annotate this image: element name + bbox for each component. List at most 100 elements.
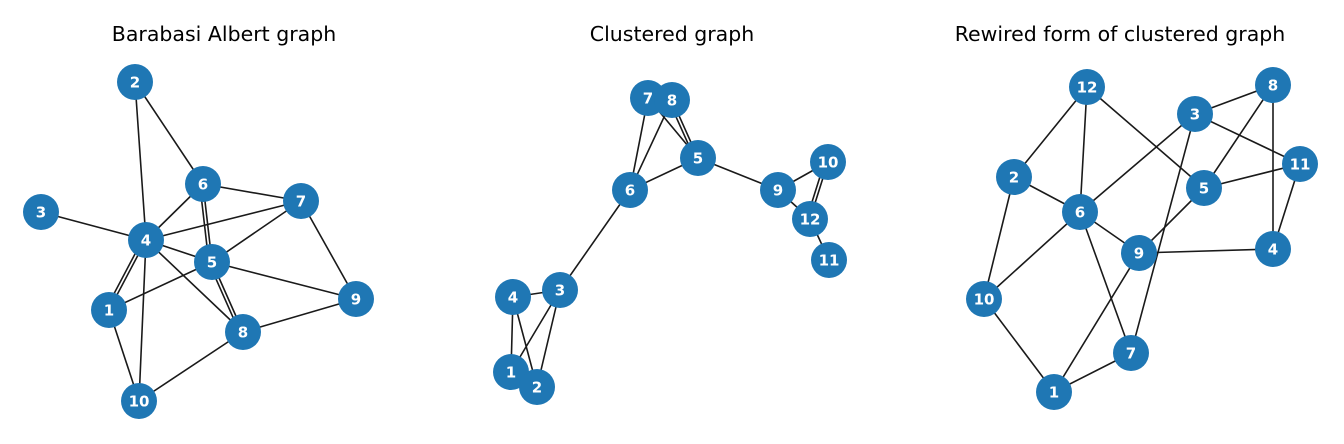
node-circle[interactable]: [654, 82, 690, 118]
node-circle[interactable]: [1255, 231, 1291, 267]
graph-node[interactable]: 4: [495, 279, 531, 315]
graph-node[interactable]: 5: [680, 140, 716, 176]
graph-node[interactable]: 9: [1121, 235, 1157, 271]
node-label: 3: [1190, 106, 1200, 124]
graph-node[interactable]: 11: [1282, 146, 1318, 182]
node-circle[interactable]: [1177, 96, 1213, 132]
node-label: 4: [1268, 241, 1278, 259]
node-label: 11: [1290, 156, 1311, 174]
node-circle[interactable]: [811, 242, 847, 278]
node-circle[interactable]: [680, 140, 716, 176]
node-circle[interactable]: [1036, 374, 1072, 410]
node-circle[interactable]: [91, 292, 127, 328]
graph-edge: [138, 331, 244, 402]
graph-node[interactable]: 1: [493, 354, 529, 390]
node-circle[interactable]: [117, 64, 153, 100]
node-label: 6: [625, 182, 635, 200]
node-label: 6: [198, 176, 208, 194]
node-circle[interactable]: [194, 244, 230, 280]
node-circle[interactable]: [810, 144, 846, 180]
node-circle[interactable]: [1282, 146, 1318, 182]
node-circle[interactable]: [225, 314, 261, 350]
node-label: 3: [36, 204, 46, 222]
graph-node[interactable]: 7: [283, 183, 319, 219]
graph-node[interactable]: 2: [996, 159, 1032, 195]
graph-edge: [1079, 86, 1088, 213]
node-label: 5: [693, 150, 703, 168]
graph-edge: [211, 261, 357, 300]
node-circle[interactable]: [338, 281, 374, 317]
graph-edge: [983, 298, 1055, 393]
node-label: 3: [555, 282, 565, 300]
graph-node[interactable]: 5: [1186, 170, 1222, 206]
graph-edge: [134, 81, 204, 185]
node-circle[interactable]: [760, 172, 796, 208]
graph-node[interactable]: 2: [117, 64, 153, 100]
node-label: 9: [351, 291, 361, 309]
graph-node[interactable]: 9: [338, 281, 374, 317]
node-circle[interactable]: [121, 383, 157, 419]
node-circle[interactable]: [495, 279, 531, 315]
node-circle[interactable]: [185, 166, 221, 202]
graph-node[interactable]: 7: [1113, 335, 1149, 371]
node-circle[interactable]: [792, 201, 828, 237]
node-circle[interactable]: [283, 183, 319, 219]
graph-node[interactable]: 4: [1255, 231, 1291, 267]
graph-node[interactable]: 2: [519, 369, 555, 405]
graph-node[interactable]: 3: [23, 194, 59, 230]
node-circle[interactable]: [1069, 69, 1105, 105]
edge-layer-1: [40, 81, 357, 402]
graph-node[interactable]: 11: [811, 242, 847, 278]
node-label: 7: [296, 193, 306, 211]
node-label: 1: [506, 364, 516, 382]
graph-edge: [145, 239, 244, 333]
node-layer-3: 12 8 3 11 2 5 6 9 4 10 7 1: [966, 67, 1318, 410]
node-circle[interactable]: [996, 159, 1032, 195]
node-label: 2: [1009, 169, 1019, 187]
graph-node[interactable]: 10: [121, 383, 157, 419]
node-label: 10: [818, 154, 839, 172]
node-label: 9: [1134, 245, 1144, 263]
graph-edge: [1053, 252, 1140, 393]
node-circle[interactable]: [1255, 67, 1291, 103]
graph-node[interactable]: 6: [1062, 194, 1098, 230]
graph-edge: [1086, 86, 1205, 189]
graph-node[interactable]: 3: [542, 272, 578, 308]
graph-node[interactable]: 8: [1255, 67, 1291, 103]
node-label: 7: [1126, 345, 1136, 363]
node-circle[interactable]: [612, 172, 648, 208]
node-circle[interactable]: [542, 272, 578, 308]
node-label: 6: [1075, 204, 1085, 222]
node-circle[interactable]: [1186, 170, 1222, 206]
node-circle[interactable]: [1113, 335, 1149, 371]
graph-node[interactable]: 6: [185, 166, 221, 202]
node-label: 5: [207, 254, 217, 272]
node-circle[interactable]: [493, 354, 529, 390]
graph-node[interactable]: 12: [1069, 69, 1105, 105]
graph-node[interactable]: 3: [1177, 96, 1213, 132]
graph-node[interactable]: 5: [194, 244, 230, 280]
graph-node[interactable]: 9: [760, 172, 796, 208]
node-circle[interactable]: [966, 281, 1002, 317]
graph-node[interactable]: 10: [966, 281, 1002, 317]
node-label: 1: [1049, 384, 1059, 402]
graph-edge: [983, 211, 1081, 300]
node-circle[interactable]: [1062, 194, 1098, 230]
graph-node[interactable]: 1: [1036, 374, 1072, 410]
node-circle[interactable]: [128, 222, 164, 258]
graph-edge: [1013, 86, 1088, 178]
node-circle[interactable]: [519, 369, 555, 405]
node-circle[interactable]: [1121, 235, 1157, 271]
node-circle[interactable]: [23, 194, 59, 230]
node-layer-1: 2 6 7 3 4 5 9 1 8 10: [23, 64, 374, 419]
node-label: 11: [819, 252, 840, 270]
graph-node[interactable]: 10: [810, 144, 846, 180]
graph-node[interactable]: 12: [792, 201, 828, 237]
graph-edge: [300, 200, 357, 300]
graph-node[interactable]: 4: [128, 222, 164, 258]
graph-node[interactable]: 1: [91, 292, 127, 328]
graph-node[interactable]: 8: [225, 314, 261, 350]
graph-node[interactable]: 8: [654, 82, 690, 118]
graph-node[interactable]: 6: [612, 172, 648, 208]
